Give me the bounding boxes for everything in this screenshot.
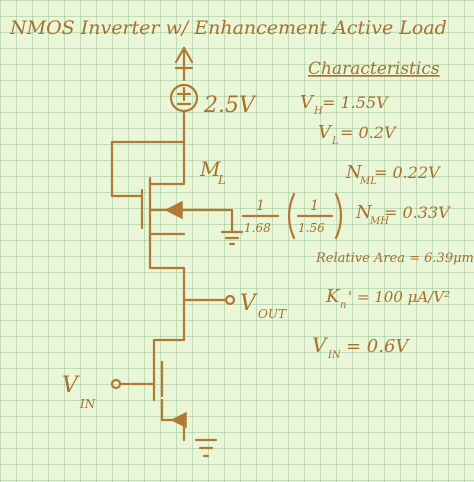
ratio-load-num: 1 <box>256 198 265 214</box>
nmh-value: = 0.33V <box>384 203 451 222</box>
ground-icon <box>194 438 218 458</box>
vout-terminal <box>224 294 236 306</box>
kn-value: ' = 100 μA/V² <box>348 288 450 306</box>
vh-sub: H <box>313 106 323 117</box>
vin-terminal <box>110 378 122 390</box>
vh-value: = 1.55V <box>322 93 389 112</box>
vh-label: V <box>300 92 315 113</box>
load-sub: L <box>217 173 226 187</box>
kn-label: K <box>325 286 341 307</box>
vin-char-value: = 0.6V <box>346 336 410 357</box>
supply-arrow-icon <box>174 46 194 82</box>
ratio-drv-num: 1 <box>310 198 319 214</box>
vl-sub: L <box>331 136 339 147</box>
mid-wire <box>148 232 186 302</box>
vout-label: V <box>240 291 258 316</box>
load-transistor <box>140 140 234 242</box>
title: NMOS Inverter w/ Enhancement Active Load <box>9 17 447 39</box>
nml-label: N <box>345 162 363 183</box>
load-label: M <box>199 157 221 181</box>
nmh-label: N <box>355 202 373 223</box>
dc-source-icon <box>169 83 199 113</box>
vout-sub: OUT <box>258 307 287 321</box>
driver-ratio: 1 1.56 <box>287 192 343 240</box>
nml-value: = 0.22V <box>374 163 441 182</box>
vin-char-sub: IN <box>327 350 342 361</box>
ratio-drv-den: 1.56 <box>298 221 325 235</box>
load-ratio: 1 1.68 <box>241 198 280 235</box>
nmh-sub: MH <box>369 216 389 227</box>
body-ground-icon <box>220 230 244 246</box>
vin-label: V <box>62 373 80 398</box>
vl-label: V <box>318 122 333 143</box>
vin-sub: IN <box>79 397 96 411</box>
vin-char-label: V <box>312 333 329 357</box>
char-heading: Characteristics <box>308 59 440 79</box>
drain-wire <box>152 298 186 362</box>
supply-voltage-label: 2.5V <box>203 93 257 118</box>
kn-sub: n <box>340 300 346 311</box>
nml-sub: ML <box>359 176 377 187</box>
area-text: Relative Area = 6.39μm² <box>315 251 474 266</box>
ratio-load-den: 1.68 <box>244 221 271 235</box>
driver-transistor <box>152 356 187 442</box>
vl-value: = 0.2V <box>340 123 397 142</box>
characteristics-panel: Characteristics V H = 1.55V V L = 0.2V N… <box>300 59 474 361</box>
